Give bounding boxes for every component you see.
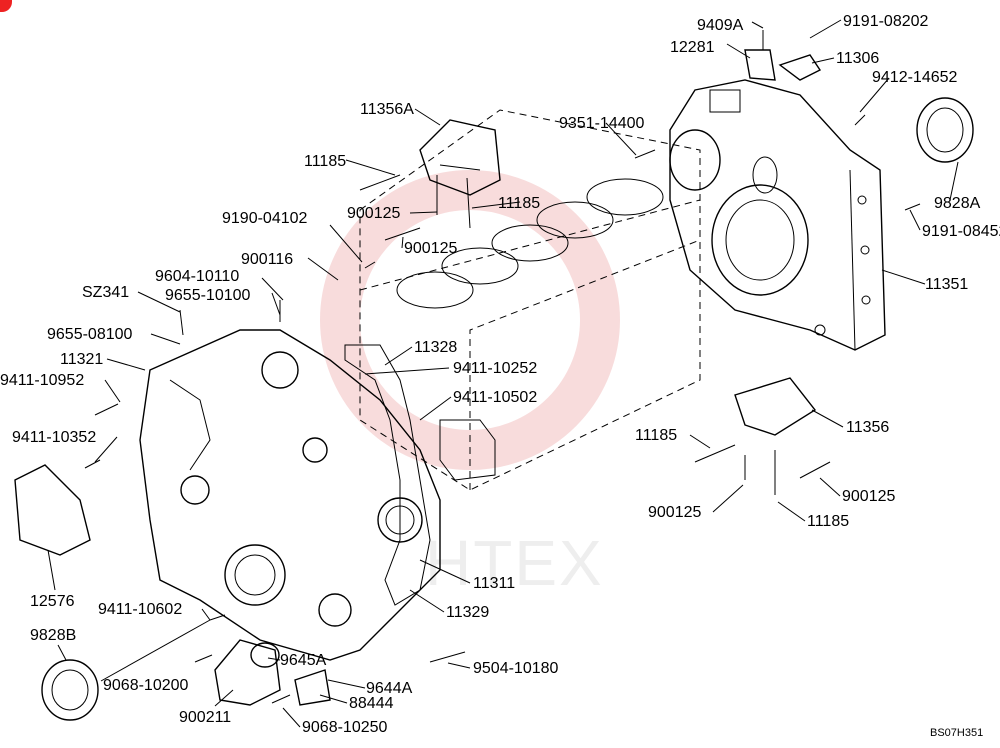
- pulley-cover: [14, 464, 91, 556]
- label-9068-10200: 9068-10200: [103, 677, 189, 694]
- label-11185-lower-right: 11185: [807, 513, 849, 530]
- label-900211: 900211: [179, 709, 231, 726]
- oil-seals: [41, 97, 974, 721]
- label-900116: 900116: [241, 251, 293, 268]
- top-cover-parts: [744, 49, 822, 81]
- label-9409A: 9409A: [697, 17, 744, 34]
- label-9655-10100: 9655-10100: [165, 287, 251, 304]
- part-labels: 9409A 12281 9191-08202 11306 9412-14652 …: [0, 13, 1000, 736]
- label-11185-lower-left: 11185: [635, 427, 677, 444]
- label-11329: 11329: [446, 604, 489, 621]
- label-9828B: 9828B: [30, 627, 76, 644]
- label-11351: 11351: [925, 276, 968, 293]
- leader-lines: [47, 19, 959, 728]
- bolts: [84, 30, 921, 704]
- label-900125-lower-left: 900125: [648, 504, 701, 521]
- corner-marker: [0, 0, 12, 12]
- label-9191-08452: 9191-08452: [922, 223, 1000, 240]
- label-11321: 11321: [60, 351, 103, 368]
- label-11185-upper-right: 11185: [498, 195, 540, 212]
- label-9411-10602: 9411-10602: [98, 601, 182, 618]
- engine-block: [359, 109, 701, 491]
- label-9411-10252: 9411-10252: [453, 360, 537, 377]
- label-9644A: 9644A: [366, 680, 413, 697]
- small-covers: [214, 639, 331, 706]
- label-900125-upper-right: 900125: [404, 240, 457, 257]
- label-11328: 11328: [414, 339, 457, 356]
- label-11356A: 11356A: [360, 101, 414, 118]
- label-11356: 11356: [846, 419, 889, 436]
- label-12576: 12576: [30, 593, 75, 610]
- label-9411-10352: 9411-10352: [12, 429, 96, 446]
- label-12281: 12281: [670, 39, 715, 56]
- label-9411-10952: 9411-10952: [0, 372, 84, 389]
- label-9604-10110: 9604-10110: [155, 268, 239, 285]
- mounting-brackets: [419, 119, 817, 436]
- label-SZ341: SZ341: [82, 284, 129, 301]
- label-9645A: 9645A: [280, 652, 327, 669]
- label-9412-14652: 9412-14652: [872, 69, 958, 86]
- label-11185-upper: 11185: [304, 153, 346, 170]
- watermark-text: HTEX: [425, 527, 604, 599]
- diagram-code: BS07H351: [930, 727, 983, 739]
- label-900125-upper-left: 900125: [347, 205, 400, 222]
- label-9828A: 9828A: [934, 195, 981, 212]
- watermark: HTEX: [320, 170, 620, 599]
- label-9190-04102: 9190-04102: [222, 210, 308, 227]
- label-9068-10250: 9068-10250: [302, 719, 388, 736]
- label-11306: 11306: [836, 50, 879, 67]
- label-9191-08202: 9191-08202: [843, 13, 929, 30]
- gaskets: [344, 344, 431, 606]
- label-9411-10502: 9411-10502: [453, 389, 537, 406]
- label-9655-08100: 9655-08100: [47, 326, 133, 343]
- timing-cover: [139, 329, 441, 661]
- label-9504-10180: 9504-10180: [473, 660, 559, 677]
- label-88444: 88444: [349, 695, 394, 712]
- label-11311: 11311: [473, 575, 515, 592]
- label-900125-lower-right: 900125: [842, 488, 895, 505]
- flywheel-housing: [669, 79, 886, 351]
- label-9351-14400: 9351-14400: [559, 115, 645, 132]
